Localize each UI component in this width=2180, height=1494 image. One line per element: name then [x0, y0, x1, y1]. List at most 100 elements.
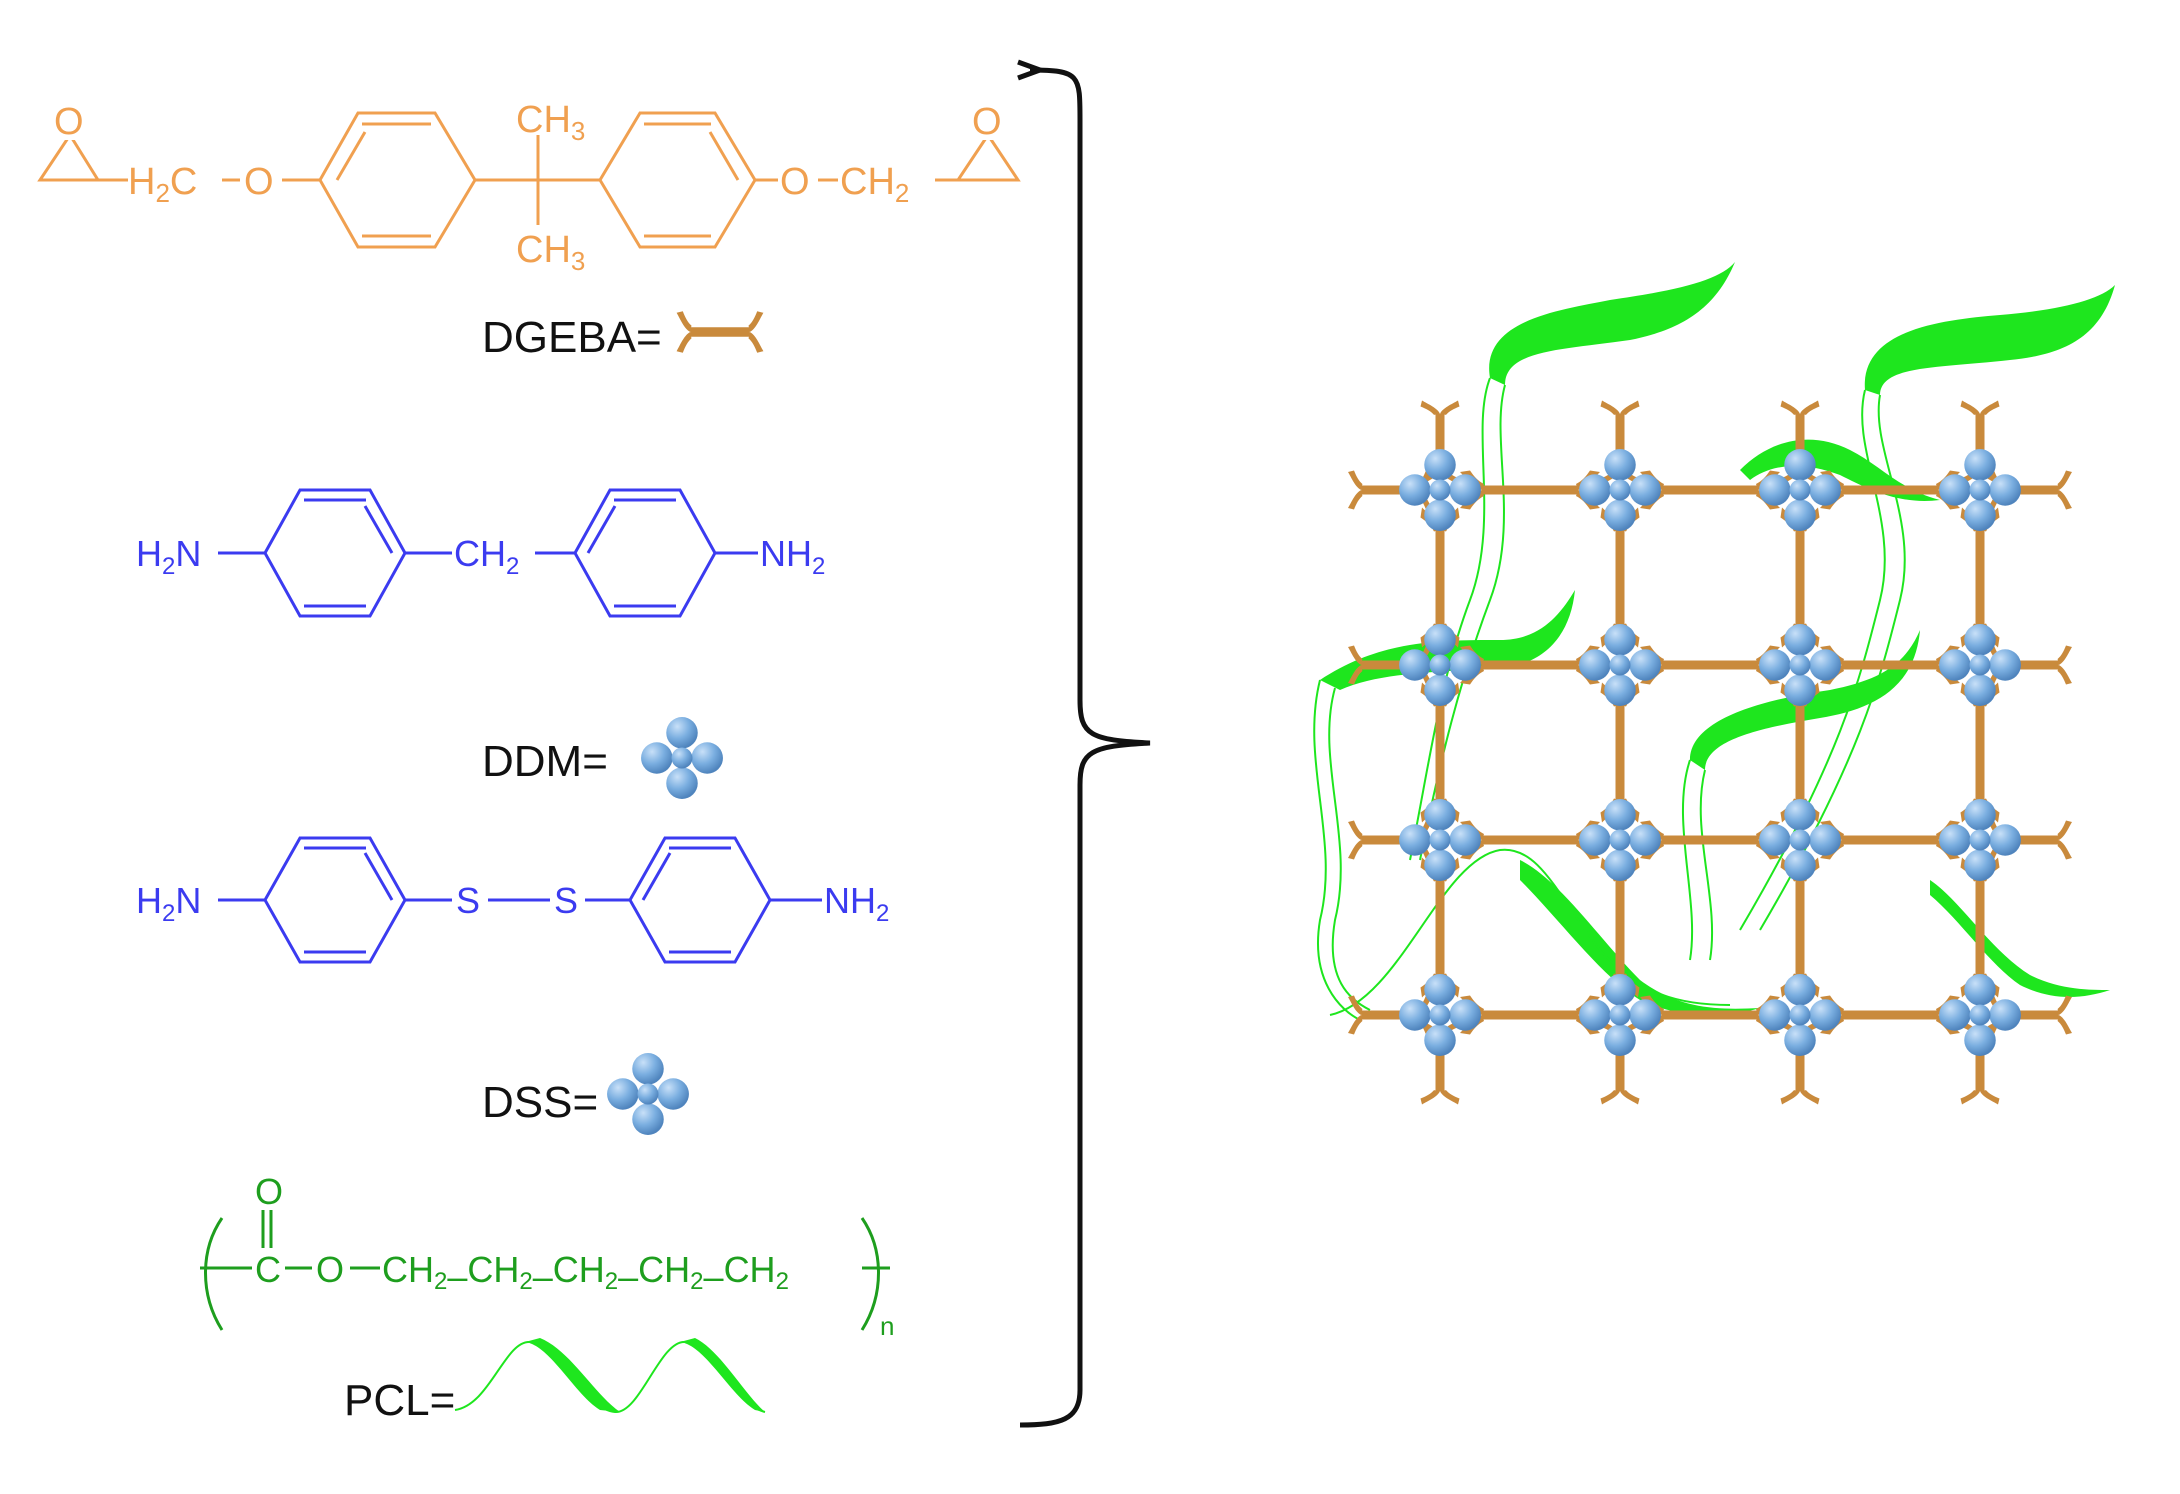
epoxy-segment — [1640, 820, 1780, 860]
svg-text:CH2: CH2 — [454, 533, 519, 580]
dss-legend-glyph — [607, 1053, 689, 1135]
dss-h2n-sub: 2 — [162, 900, 175, 927]
pcl-labels: O C O CH2–CH2–CH2–CH2–CH2 n — [255, 1171, 894, 1341]
amine-crosslink-node — [1939, 799, 2021, 881]
dgeba-ch3-bottom-sub: 3 — [571, 246, 585, 276]
dgeba-ch3-top-sub: 3 — [571, 116, 585, 146]
svg-text:CH2: CH2 — [840, 161, 909, 208]
epoxy-segment — [1460, 820, 1600, 860]
pcl-legend-label: PCL= — [344, 1376, 455, 1425]
pcl-ch2-unit: CH — [724, 1249, 776, 1290]
epoxy-segment — [1640, 645, 1780, 685]
dgeba-ch3-top: CH — [516, 99, 571, 141]
ddm-nh2: NH — [760, 533, 812, 574]
network-pcl-ribbon — [1520, 860, 1760, 1016]
dss-sulfur-right: S — [554, 880, 578, 921]
ddm-nh2-sub: 2 — [812, 553, 825, 580]
ddm-ch2: CH — [454, 533, 506, 574]
pcl-ch2-unit: CH — [638, 1249, 690, 1290]
dgeba-epoxide-o-right: O — [972, 101, 1002, 143]
ddm-labels: H2N CH2 NH2 — [136, 533, 825, 580]
dgeba-ch2: CH — [840, 161, 895, 203]
amine-crosslink-node — [1759, 974, 1841, 1056]
dss-legend-label: DSS= — [482, 1078, 598, 1127]
dgeba-epoxide-o-left: O — [54, 101, 84, 143]
dgeba-ether-o-left: O — [244, 161, 274, 203]
dgeba-h2c-sub: 2 — [155, 178, 169, 208]
network-pcl-ribbon — [1864, 285, 2115, 395]
dgeba-h2c-c: C — [170, 161, 197, 203]
svg-text:H2C: H2C — [128, 161, 197, 208]
ddm-h2n-sub: 2 — [162, 553, 175, 580]
amine-crosslink-node — [1399, 624, 1481, 706]
epoxy-segment — [1820, 820, 1960, 860]
amine-crosslink-node — [1759, 799, 1841, 881]
ddm-ch2-sub: 2 — [506, 553, 519, 580]
svg-text:CH3: CH3 — [516, 99, 585, 146]
pcl-carbon: C — [255, 1249, 281, 1290]
ddm-legend-label: DDM= — [482, 737, 608, 786]
amine-crosslink-node — [1579, 799, 1661, 881]
svg-text:H2N: H2N — [136, 533, 201, 580]
epoxy-segment — [1460, 995, 1600, 1035]
dgeba-epoxide-right — [955, 132, 1021, 182]
pcl-ester-o: O — [316, 1249, 344, 1290]
svg-text:CH3: CH3 — [516, 229, 585, 276]
ddm-benzene-right — [573, 488, 717, 618]
pcl-bond-dash: – — [533, 1256, 553, 1297]
pcl-methylene-chain: CH2–CH2–CH2–CH2–CH2 — [382, 1249, 789, 1297]
dss-h2n-n: N — [175, 880, 201, 921]
dss-labels: H2N S S NH2 — [136, 880, 889, 927]
grouping-bracket — [1017, 59, 1151, 1428]
amine-crosslink-node — [1939, 974, 2021, 1056]
pcl-ch2-sub: 2 — [519, 1268, 532, 1295]
dss-benzene-right — [628, 836, 772, 964]
pcl-ch2-sub: 2 — [776, 1268, 789, 1295]
dgeba-legend-label: DGEBA= — [482, 313, 662, 362]
pcl-paren-right — [860, 1217, 880, 1331]
pcl-ch2-sub: 2 — [605, 1268, 618, 1295]
pcl-bond-dash: – — [618, 1256, 638, 1297]
pcl-structure — [200, 1210, 890, 1331]
crosslinked-network — [1313, 262, 2115, 1105]
dss-nh2-sub: 2 — [876, 900, 889, 927]
network-pcl-ribbon — [1930, 880, 2110, 997]
svg-text:NH2: NH2 — [824, 880, 889, 927]
pcl-ch2-unit: CH — [382, 1249, 434, 1290]
epoxy-segment — [1640, 470, 1780, 510]
pcl-repeat-n: n — [880, 1311, 894, 1341]
dgeba-ch3-bottom: CH — [516, 229, 571, 271]
ddm-h2n-h: H — [136, 533, 162, 574]
dgeba-structure — [37, 111, 1021, 249]
pcl-ch2-unit: CH — [467, 1249, 519, 1290]
ddm-legend-glyph — [641, 717, 723, 799]
amine-crosslink-node — [1399, 974, 1481, 1056]
dgeba-epoxide-left — [37, 132, 101, 182]
dgeba-h2c-h: H — [128, 161, 155, 203]
pcl-paren-left — [204, 1217, 224, 1331]
pcl-legend-glyph — [454, 1338, 766, 1414]
pcl-carbonyl-o: O — [255, 1171, 283, 1212]
svg-text:NH2: NH2 — [760, 533, 825, 580]
dgeba-benzene-right — [598, 111, 757, 249]
amine-crosslink-node — [1399, 449, 1481, 531]
epoxy-segment — [1460, 470, 1600, 510]
dgeba-ch2-sub: 2 — [895, 178, 909, 208]
network-pcl-ribbon — [1489, 262, 1735, 385]
pcl-bond-dash: – — [447, 1256, 467, 1297]
pcl-bond-dash: – — [704, 1256, 724, 1297]
ddm-h2n-n: N — [175, 533, 201, 574]
dgeba-labels: O H2C O CH3 CH3 O CH2 O — [54, 99, 1006, 276]
dgeba-ether-o-right: O — [780, 161, 810, 203]
dss-h2n-h: H — [136, 880, 162, 921]
amine-crosslink-node — [1939, 449, 2021, 531]
amine-crosslink-node — [1579, 449, 1661, 531]
dss-structure — [218, 836, 822, 964]
pcl-ch2-sub: 2 — [434, 1268, 447, 1295]
ddm-structure — [218, 488, 758, 618]
svg-text:H2N: H2N — [136, 880, 201, 927]
epoxy-segment — [1820, 995, 1960, 1035]
dgeba-benzene-left — [318, 111, 477, 249]
